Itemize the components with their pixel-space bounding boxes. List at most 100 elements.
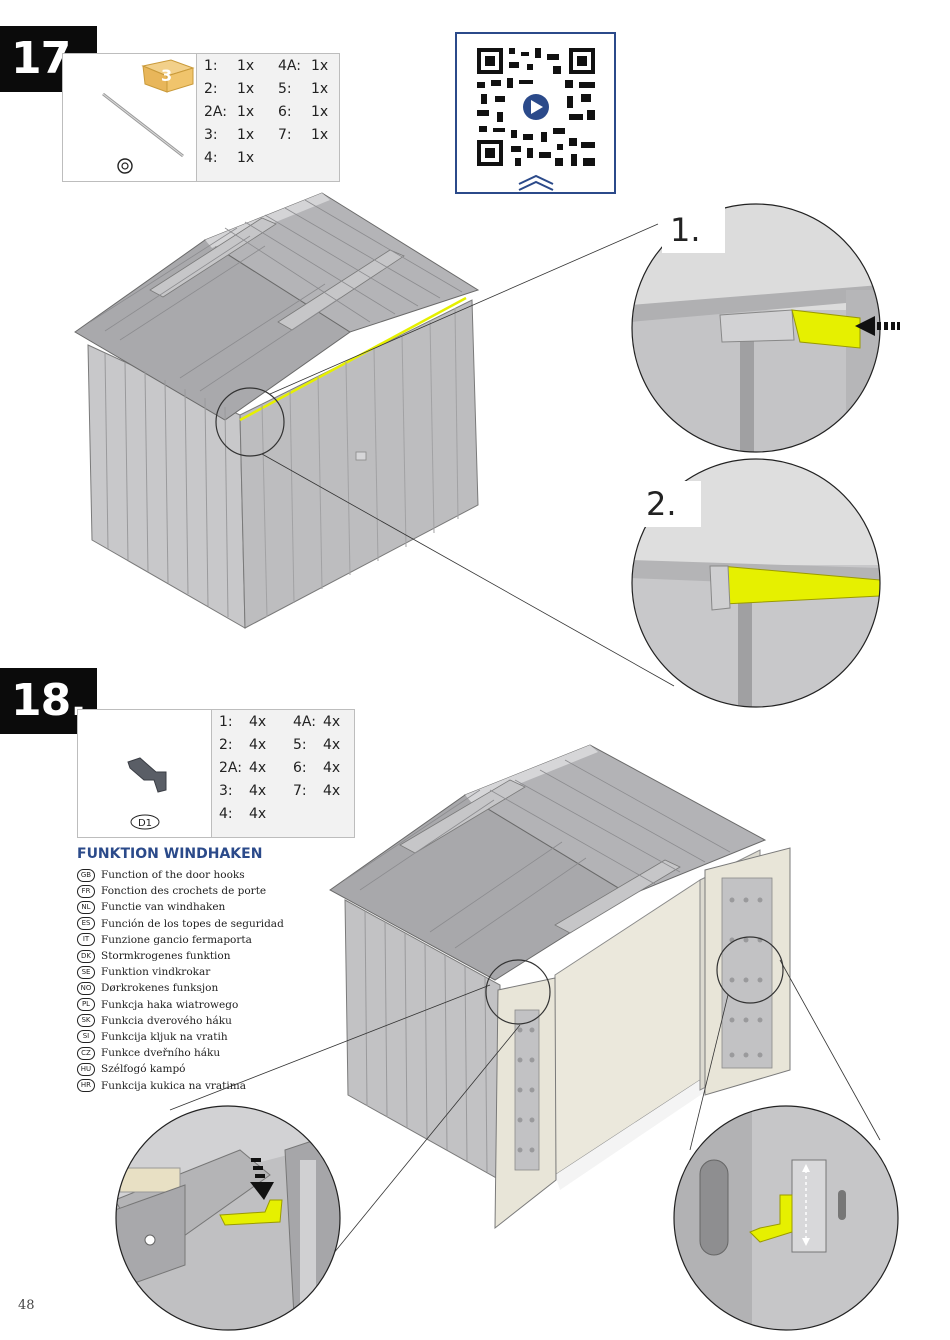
part-qty: 4x xyxy=(249,737,267,753)
language-code: PL xyxy=(77,998,95,1012)
part-qty: 4x xyxy=(323,714,341,730)
part-qty: 1x xyxy=(237,81,255,97)
language-item: SE Funktion vindkrokar xyxy=(77,964,284,980)
part-qty: 1x xyxy=(237,104,255,120)
language-text: Funzione gancio fermaporta xyxy=(101,933,252,946)
part-label: 2: xyxy=(219,737,233,753)
language-item: NL Functie van windhaken xyxy=(77,899,284,915)
part-label: 3: xyxy=(219,783,233,799)
part-label: 6: xyxy=(278,104,292,120)
part-qty: 1x xyxy=(311,104,329,120)
language-code: DK xyxy=(77,949,95,963)
step-17-parts-box: 3 1:1x 4A:1x 2:1x 5:1x 2A:1x 6:1x 3:1x 7… xyxy=(62,53,340,182)
language-code: SE xyxy=(77,965,95,979)
door-hook-part-icon xyxy=(127,757,167,793)
part-label: 4A: xyxy=(278,58,301,74)
callout-label-2: 2. xyxy=(638,481,701,527)
part-qty: 1x xyxy=(237,127,255,143)
language-code: NO xyxy=(77,981,95,995)
step-17-parts-drawing: 3 xyxy=(102,59,195,174)
part-label: 7: xyxy=(278,127,292,143)
chevron-up-icon xyxy=(518,174,554,191)
part-qty: 1x xyxy=(237,150,255,166)
language-text: Función de los topes de seguridad xyxy=(101,917,284,930)
part-qty: 4x xyxy=(323,737,341,753)
language-text: Stormkrogenes funktion xyxy=(101,950,231,963)
language-text: Funktion vindkrokar xyxy=(101,966,211,979)
part-qty: 4x xyxy=(249,760,267,776)
language-text: Funkcija kljuk na vratih xyxy=(101,1030,228,1043)
part-label: 2A: xyxy=(204,104,227,120)
language-text: Szélfogó kampó xyxy=(101,1063,186,1076)
language-item: CZ Funkce dveřního háku xyxy=(77,1045,284,1061)
language-item: PL Funkcja haka wiatrowego xyxy=(77,997,284,1013)
detail-circle-3 xyxy=(115,1105,341,1331)
language-code: ES xyxy=(77,917,95,931)
arrow-icon xyxy=(250,1158,274,1200)
part-label: 4A: xyxy=(293,714,316,730)
step-17-parts-list: 1:1x 4A:1x 2:1x 5:1x 2A:1x 6:1x 3:1x 7:1… xyxy=(204,58,341,166)
language-text: Function of the door hooks xyxy=(101,869,245,882)
part-label: 3: xyxy=(204,127,218,143)
language-item: DK Stormkrogenes funktion xyxy=(77,948,284,964)
language-code: HU xyxy=(77,1062,95,1076)
part-label: 4: xyxy=(219,806,233,822)
step-18-parts-box: D1 1: 4x 4A: 4x 2: 4x 5: 4x 2A: 4x 6: 4x 3: 4x … xyxy=(77,709,355,838)
part-qty: 1x xyxy=(237,58,255,74)
language-item: SI Funkcija kljuk na vratih xyxy=(77,1029,284,1045)
part-label: 7: xyxy=(293,783,307,799)
part-label: 2: xyxy=(204,81,218,97)
language-item: IT Funzione gancio fermaporta xyxy=(77,932,284,948)
detail-circle-4 xyxy=(673,1105,899,1331)
language-text: Fonction des crochets de porte xyxy=(101,885,267,898)
language-text: Functie van windhaken xyxy=(101,901,226,914)
language-code: FR xyxy=(77,884,95,898)
language-text: Funkce dveřního háku xyxy=(101,1047,221,1060)
part-label: 4: xyxy=(204,150,218,166)
svg-text:3: 3 xyxy=(161,66,172,85)
qr-code-frame[interactable] xyxy=(455,32,616,194)
part-qty: 4x xyxy=(249,714,267,730)
language-code: CZ xyxy=(77,1046,95,1060)
language-code: SK xyxy=(77,1014,95,1028)
part-qty: 1x xyxy=(311,58,329,74)
svg-text:D1: D1 xyxy=(138,818,152,829)
page-number: 48 xyxy=(18,1298,35,1313)
step-18-parts-image: D1 xyxy=(78,710,212,837)
qr-code-icon[interactable] xyxy=(457,34,614,192)
part-label: 2A: xyxy=(219,760,242,776)
play-icon[interactable] xyxy=(520,91,552,123)
step-17-parts-image: 3 xyxy=(63,54,197,181)
step-18-parts-drawing: D1 xyxy=(127,757,167,830)
function-section-title: FUNKTION WINDHAKEN xyxy=(77,846,263,862)
language-code: SI xyxy=(77,1030,95,1044)
box-icon: 3 xyxy=(141,59,195,93)
language-item: ES Función de los topes de seguridad xyxy=(77,916,284,932)
language-text: Funkcija kukica na vratima xyxy=(101,1079,246,1092)
language-code: GB xyxy=(77,868,95,882)
part-label: 5: xyxy=(293,737,307,753)
part-qty: 4x xyxy=(249,783,267,799)
language-item: FR Fonction des crochets de porte xyxy=(77,883,284,899)
language-item: HU Szélfogó kampó xyxy=(77,1061,284,1077)
part-qty: 4x xyxy=(323,760,341,776)
shed-17 xyxy=(74,192,675,687)
part-qty: 4x xyxy=(249,806,267,822)
part-label: 1: xyxy=(219,714,233,730)
language-code: IT xyxy=(77,933,95,947)
part-label: 5: xyxy=(278,81,292,97)
rod-part-icon xyxy=(102,92,184,158)
part-label: 6: xyxy=(293,760,307,776)
step-18-parts-list: 1: 4x 4A: 4x 2: 4x 5: 4x 2A: 4x 6: 4x 3: 4x 7: 4… xyxy=(219,714,353,822)
part-qty: 1x xyxy=(311,127,329,143)
language-code: NL xyxy=(77,900,95,914)
arrow-icon xyxy=(855,316,900,336)
language-text: Funkcja haka wiatrowego xyxy=(101,998,239,1011)
washer-icon xyxy=(117,158,133,174)
language-list: GB Function of the door hooks FR Fonction … xyxy=(77,867,284,1094)
